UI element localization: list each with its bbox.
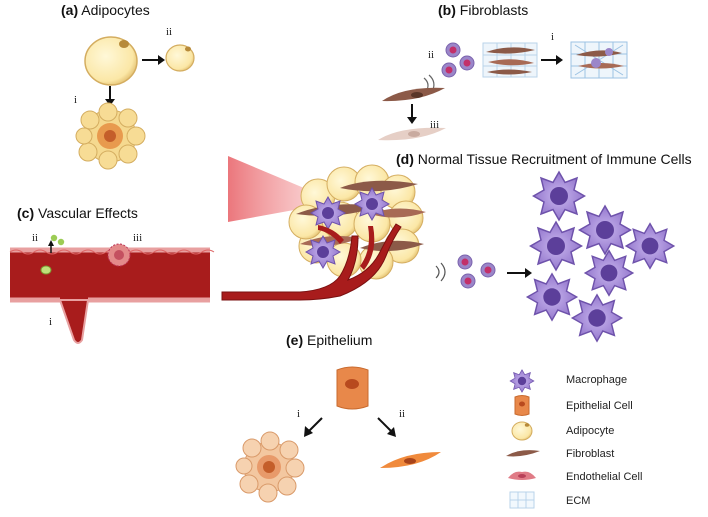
- label-c-i: i: [49, 316, 53, 328]
- endothelial-cell-icon: [508, 471, 536, 480]
- panel-c-title: (c) Vascular Effects: [17, 205, 138, 221]
- blood-vessel: [9, 247, 215, 344]
- panel-e-title: (e) Epithelium: [286, 332, 373, 348]
- extravasating-cell: [40, 234, 65, 275]
- adipocyte-icon: [511, 421, 533, 441]
- label-b-iii: iii: [430, 119, 440, 131]
- adipocyte-large: [84, 36, 138, 86]
- epithelial-cell-cluster: [235, 431, 305, 503]
- adipocyte-cluster: [75, 102, 146, 170]
- arrow-right-icon: [507, 268, 532, 278]
- radiation-beam: [228, 156, 316, 222]
- legend-label-epithelial-cell: Epithelial Cell: [566, 400, 633, 412]
- adipocyte-small: [165, 44, 195, 72]
- legend-label-adipocyte: Adipocyte: [566, 425, 615, 437]
- label-b-ii: ii: [428, 49, 435, 61]
- fibroblast-faded: [378, 127, 446, 141]
- arrow-right-icon: [142, 55, 165, 65]
- small-macrophages-b: [441, 42, 475, 78]
- label-a-ii: ii: [166, 26, 173, 38]
- legend-label-macrophage: Macrophage: [566, 374, 628, 386]
- panel-b-title: (b) Fibroblasts: [438, 2, 529, 18]
- label-c-ii: ii: [32, 232, 39, 244]
- fibroblast-ecm-dense: [482, 42, 538, 78]
- label-e-ii: ii: [399, 408, 406, 420]
- arrow-down-icon: [105, 86, 115, 106]
- panel-d-title: (d) Normal Tissue Recruitment of Immune …: [396, 151, 692, 167]
- macrophage-swarm: [526, 171, 675, 342]
- label-a-i: i: [74, 94, 78, 106]
- mesenchymal-cell: [380, 452, 441, 468]
- tumor-mass: [288, 164, 426, 280]
- fibroblast-cell: [382, 87, 445, 102]
- epithelial-cell-top: [336, 366, 369, 410]
- legend-label-fibroblast: Fibroblast: [566, 448, 615, 460]
- label-e-i: i: [297, 408, 301, 420]
- platelet-aggregate: [107, 243, 131, 267]
- fibroblast-icon: [506, 450, 540, 457]
- legend-label-endothelial-cell: Endothelial Cell: [566, 471, 643, 483]
- label-b-i: i: [551, 31, 555, 43]
- arrow-down-left-icon: [304, 417, 323, 437]
- macrophage-icon: [509, 369, 535, 393]
- label-c-iii: iii: [133, 232, 143, 244]
- panel-a-title: (a) Adipocytes: [61, 2, 150, 18]
- fibroblast-ecm-remodeled: [570, 41, 628, 79]
- arrow-right-icon: [541, 55, 563, 65]
- legend-label-ecm: ECM: [566, 495, 591, 507]
- epithelial-cell-icon: [514, 395, 530, 416]
- ecm-icon: [509, 491, 535, 509]
- blood-vessel-branch: [221, 223, 402, 301]
- arrow-down-right-icon: [377, 417, 396, 437]
- arrow-down-icon: [407, 104, 417, 124]
- small-macrophages-d: [457, 254, 496, 289]
- signal-waves-icon: [435, 262, 446, 282]
